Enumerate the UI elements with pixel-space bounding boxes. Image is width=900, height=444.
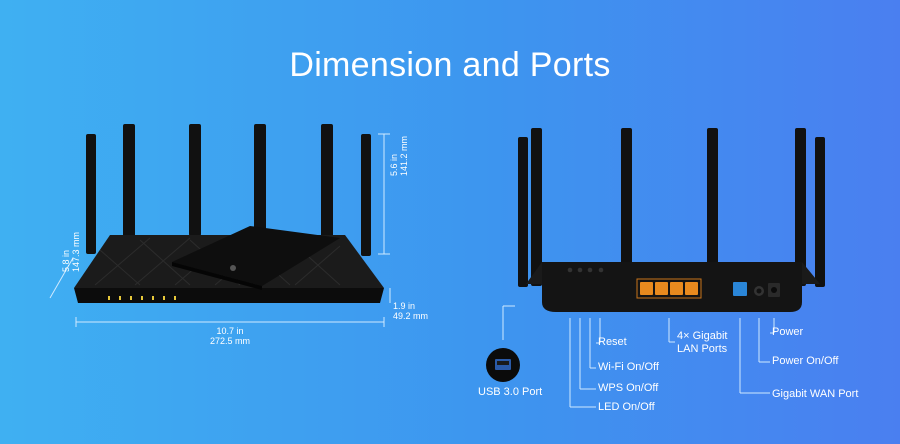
height-mm: 141.2 mm <box>399 135 409 176</box>
lan-ports <box>640 282 698 295</box>
wan-port-label: Gigabit WAN Port <box>772 388 859 400</box>
power-switch-label: Power On/Off <box>772 355 839 367</box>
width-mm: 272.5 mm <box>209 336 251 346</box>
thickness-mm: 49.2 mm <box>393 311 429 321</box>
reset-label: Reset <box>598 336 627 348</box>
depth-dimension: 5.8 in 147.3 mm <box>61 232 81 272</box>
width-dimension: 10.7 in 272.5 mm <box>200 326 260 346</box>
status-leds <box>108 296 176 300</box>
wan-port <box>733 282 747 296</box>
wifi-switch-label: Wi-Fi On/Off <box>598 361 659 373</box>
thickness-dimension: 1.9 in 49.2 mm <box>393 301 428 321</box>
height-dimension: 5.6 in 141.2 mm <box>389 136 409 176</box>
router-back-view <box>526 262 820 312</box>
depth-in: 5.8 in <box>61 249 71 272</box>
usb-port-icon <box>486 348 520 382</box>
height-in: 5.6 in <box>389 153 399 176</box>
wps-label: WPS On/Off <box>598 382 659 394</box>
power-label: Power <box>772 326 804 338</box>
usb-port-label: USB 3.0 Port <box>478 386 543 398</box>
width-in: 10.7 in <box>216 326 244 336</box>
lan-ports-label: 4× Gigabit LAN Ports <box>677 330 727 356</box>
lan-ports-label-line1: 4× Gigabit <box>677 330 728 342</box>
front-top-panel <box>172 226 340 286</box>
front-antennas <box>86 124 371 256</box>
page-title: Dimension and Ports <box>289 46 611 84</box>
led-switch-label: LED On/Off <box>598 401 655 413</box>
thickness-in: 1.9 in <box>393 301 416 311</box>
depth-mm: 147.3 mm <box>71 231 81 272</box>
lan-ports-label-line2: LAN Ports <box>677 343 728 355</box>
back-antennas <box>518 128 825 287</box>
